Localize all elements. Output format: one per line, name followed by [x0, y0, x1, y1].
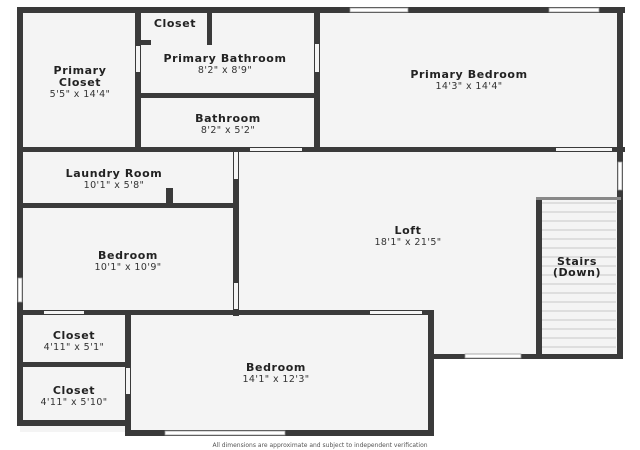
primary-bathroom-name: Primary Bathroom	[163, 52, 286, 65]
wall-closet-divider	[17, 362, 131, 367]
primary-bedroom-dims: 14'3" x 14'4"	[435, 81, 502, 92]
door-bedroom-low	[370, 311, 422, 314]
stair-treads	[542, 202, 616, 348]
closet-a-name: Closet	[53, 329, 95, 342]
disclaimer: All dimensions are approximate and subje…	[212, 442, 427, 449]
wall-closet-top-left	[141, 40, 151, 45]
primary-closet-name-line1: Primary	[54, 64, 107, 77]
wall-top	[17, 7, 625, 13]
windows	[17, 7, 623, 436]
stairs-name-line2: (Down)	[553, 266, 601, 279]
window-bottom-bedroom	[164, 430, 286, 436]
door-primary-bed	[315, 44, 319, 72]
wall-laundry-stub	[166, 188, 173, 206]
bedroom-low-dims: 14'1" x 12'3"	[242, 374, 309, 385]
wall-primary-bedroom-left	[314, 7, 320, 150]
closet-b-name: Closet	[53, 384, 95, 397]
door-laundry	[234, 152, 238, 179]
wall-stairs-left	[536, 198, 542, 358]
wall-bottom-left	[17, 420, 131, 426]
bathroom-dims: 8'2" x 5'2"	[201, 125, 255, 136]
laundry-room-dims: 10'1" x 5'8"	[84, 180, 145, 191]
window-right	[617, 161, 623, 191]
bedroom-low-name: Bedroom	[246, 361, 306, 374]
window-left	[17, 277, 23, 303]
loft-dims: 18'1" x 21'5"	[374, 237, 441, 248]
wall-left-lower	[17, 312, 23, 425]
bedroom-mid-name: Bedroom	[98, 249, 158, 262]
primary-closet-name-line2: Closet	[59, 76, 101, 89]
door-loft-top	[250, 148, 302, 151]
stairs-name-line1: Stairs	[557, 255, 597, 268]
window-top-2	[548, 7, 600, 13]
closet-b-dims: 4'11" x 5'10"	[40, 397, 107, 408]
door-openings	[44, 40, 612, 394]
wall-bedroom-mid-bottom	[17, 310, 434, 315]
wall-loft-left	[233, 147, 239, 316]
wall-left-upper	[17, 7, 23, 313]
loft-name: Loft	[394, 224, 421, 237]
primary-bathroom-dims: 8'2" x 8'9"	[198, 65, 252, 76]
door-primary-bath	[136, 46, 140, 72]
door-bedroom-mid	[234, 283, 238, 309]
wall-closet-top-right	[207, 7, 212, 45]
wall-bath-divider	[141, 93, 319, 98]
primary-bedroom-name: Primary Bedroom	[410, 68, 527, 81]
bathroom-name: Bathroom	[195, 112, 261, 125]
laundry-room-name: Laundry Room	[66, 167, 163, 180]
bedroom-mid-dims: 10'1" x 10'9"	[94, 262, 161, 273]
floor-fills	[20, 10, 622, 432]
door-closet-a	[44, 311, 84, 314]
door-closet-b	[126, 368, 130, 394]
primary-closet-dims: 5'5" x 14'4"	[50, 89, 111, 100]
closet-a-dims: 4'11" x 5'1"	[44, 342, 105, 353]
wall-bedroom-low-right	[428, 312, 434, 436]
door-stairs-top	[556, 148, 612, 151]
window-bottom-loft	[464, 353, 522, 359]
closet-top-name: Closet	[154, 17, 196, 30]
floor-lower	[20, 312, 432, 432]
wall-bottom-right	[432, 354, 623, 359]
wall-laundry-bottom	[17, 203, 239, 208]
wall-row1-bottom	[17, 147, 625, 152]
floor-upper	[20, 10, 622, 355]
wall-stairs-top	[536, 197, 621, 200]
room-labels: Closet Primary Closet 5'5" x 14'4" Prima…	[40, 17, 601, 449]
window-top-1	[349, 7, 409, 13]
door-closet-top	[152, 40, 206, 44]
wall-primary-closet-right	[135, 7, 141, 150]
